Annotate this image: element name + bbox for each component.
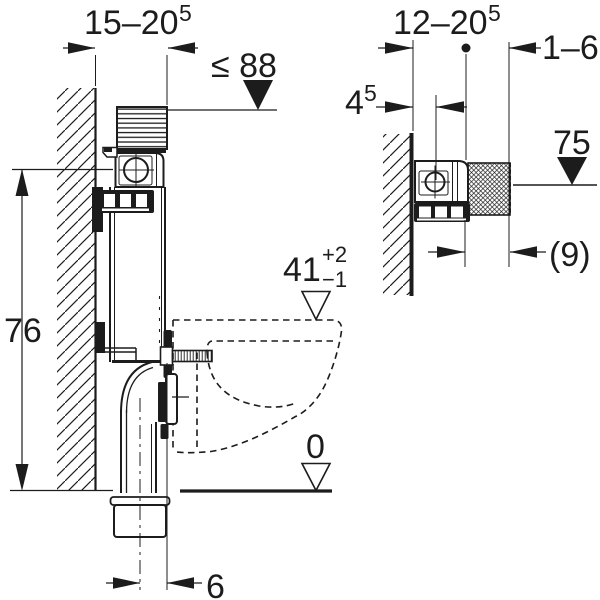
valve-box-dividers — [452, 161, 458, 202]
dim-dot-terminator — [461, 43, 471, 53]
fixing-bolt-head — [159, 346, 174, 366]
threaded-connector — [467, 162, 511, 216]
connector-bar-lower — [158, 382, 166, 422]
rail-slot — [136, 194, 147, 207]
elbow-inner-arc — [125, 366, 154, 414]
level-marker-filled-icon — [243, 80, 273, 110]
connector-sleeve — [165, 373, 178, 425]
arrow-right-icon — [385, 101, 413, 113]
arrow-left-icon — [168, 42, 195, 54]
dim-connector-length: (9) — [428, 220, 591, 274]
connection-crosshair — [119, 153, 154, 187]
rail-groove — [417, 218, 466, 221]
dim-wall-distance-front-label: 15–20 — [84, 4, 179, 42]
dim-wall-distance-side-sup: 5 — [488, 0, 501, 26]
level-floor: 0 — [300, 428, 332, 493]
dim-wall-distance-side-label: 12–20 — [393, 4, 488, 42]
wall-anchor-upper — [92, 187, 103, 232]
level-supply-height-side: 75 — [513, 124, 597, 186]
cistern-assembly — [92, 106, 168, 363]
pan-connector — [158, 330, 213, 439]
dim-recess-depth-label: 4 — [345, 84, 364, 122]
shutoff-lever-grip — [104, 148, 112, 152]
dim-recess-depth-sup: 5 — [364, 80, 377, 106]
connection-crosshair — [421, 165, 450, 199]
arrow-left-icon — [167, 577, 194, 589]
cistern-body — [109, 187, 167, 363]
wall-hatching — [57, 88, 95, 491]
pan-bowl-curve — [206, 351, 297, 408]
rail-slot — [435, 206, 447, 218]
dim-supply-height-front: 76 — [4, 168, 113, 491]
rail-slot — [120, 194, 131, 207]
side-view: 12–20 5 1–6 4 5 75 (9) — [345, 0, 599, 296]
threaded-pipe — [467, 162, 511, 216]
dim-outlet-offset: 6 — [106, 363, 225, 600]
front-view: 15–20 5 ≤ 88 76 41 +2 −1 0 — [4, 0, 347, 600]
pan-rim-line — [206, 340, 333, 353]
wall-section — [57, 88, 97, 491]
wall-section-side — [383, 133, 414, 296]
level-supply-height-side-label: 75 — [553, 124, 591, 162]
wall-anchor-lower — [96, 322, 105, 353]
level-marker-open-icon — [300, 290, 332, 322]
arrow-left-icon — [509, 42, 536, 54]
valve-box-side — [414, 160, 469, 203]
rail-groove — [102, 208, 149, 211]
level-marker-open-icon — [300, 462, 332, 493]
dim-protrusion-label: 1–6 — [542, 29, 599, 67]
arrow-right-icon — [68, 42, 95, 54]
rail-slot — [419, 206, 431, 218]
level-actuation-label: ≤ 88 — [211, 47, 277, 85]
valve-box-inner-frame — [418, 170, 449, 196]
arrow-left-icon — [436, 101, 464, 113]
dim-wall-distance-front-sup: 5 — [179, 0, 192, 26]
extension-lines — [412, 40, 510, 267]
extension-lines — [95, 55, 168, 105]
arrow-right-icon — [113, 577, 140, 589]
level-actuation-height: ≤ 88 — [168, 47, 277, 111]
level-bowl-height-plus: +2 — [322, 242, 347, 267]
dim-wall-distance-front: 15–20 5 — [63, 0, 198, 105]
level-floor-label: 0 — [306, 428, 325, 466]
protection-cover-ribbed — [116, 106, 168, 150]
dim-wall-distance-side: 12–20 5 1–6 — [378, 0, 599, 267]
dim-recess-depth: 4 5 — [345, 80, 467, 180]
rail-slot — [104, 194, 115, 207]
level-bowl-height-minus: −1 — [322, 267, 347, 292]
level-marker-filled-icon — [557, 157, 587, 185]
level-bowl-height-label: 41 — [283, 251, 321, 289]
arrow-up-icon — [15, 169, 29, 196]
elbow-outer-arc — [120, 361, 153, 414]
pan-body-outline — [173, 319, 343, 454]
mounting-rail — [98, 190, 154, 213]
level-bowl-height: 41 +2 −1 — [283, 242, 347, 322]
dim-outlet-offset-label: 6 — [206, 568, 225, 600]
rail-slot — [451, 206, 463, 218]
fixing-bolt-thread — [171, 349, 213, 363]
arrow-right-icon — [385, 42, 413, 54]
dim-connector-length-label: (9) — [549, 236, 591, 274]
arrow-left-icon — [510, 246, 537, 258]
dim-supply-height-front-label: 76 — [4, 312, 42, 350]
lower-bracket-lines — [105, 347, 137, 361]
arrow-down-icon — [15, 464, 29, 491]
lower-bracket — [105, 347, 137, 361]
wall-hatching — [383, 134, 410, 295]
arrow-right-icon — [437, 246, 465, 258]
mounting-rail-side — [414, 203, 470, 222]
